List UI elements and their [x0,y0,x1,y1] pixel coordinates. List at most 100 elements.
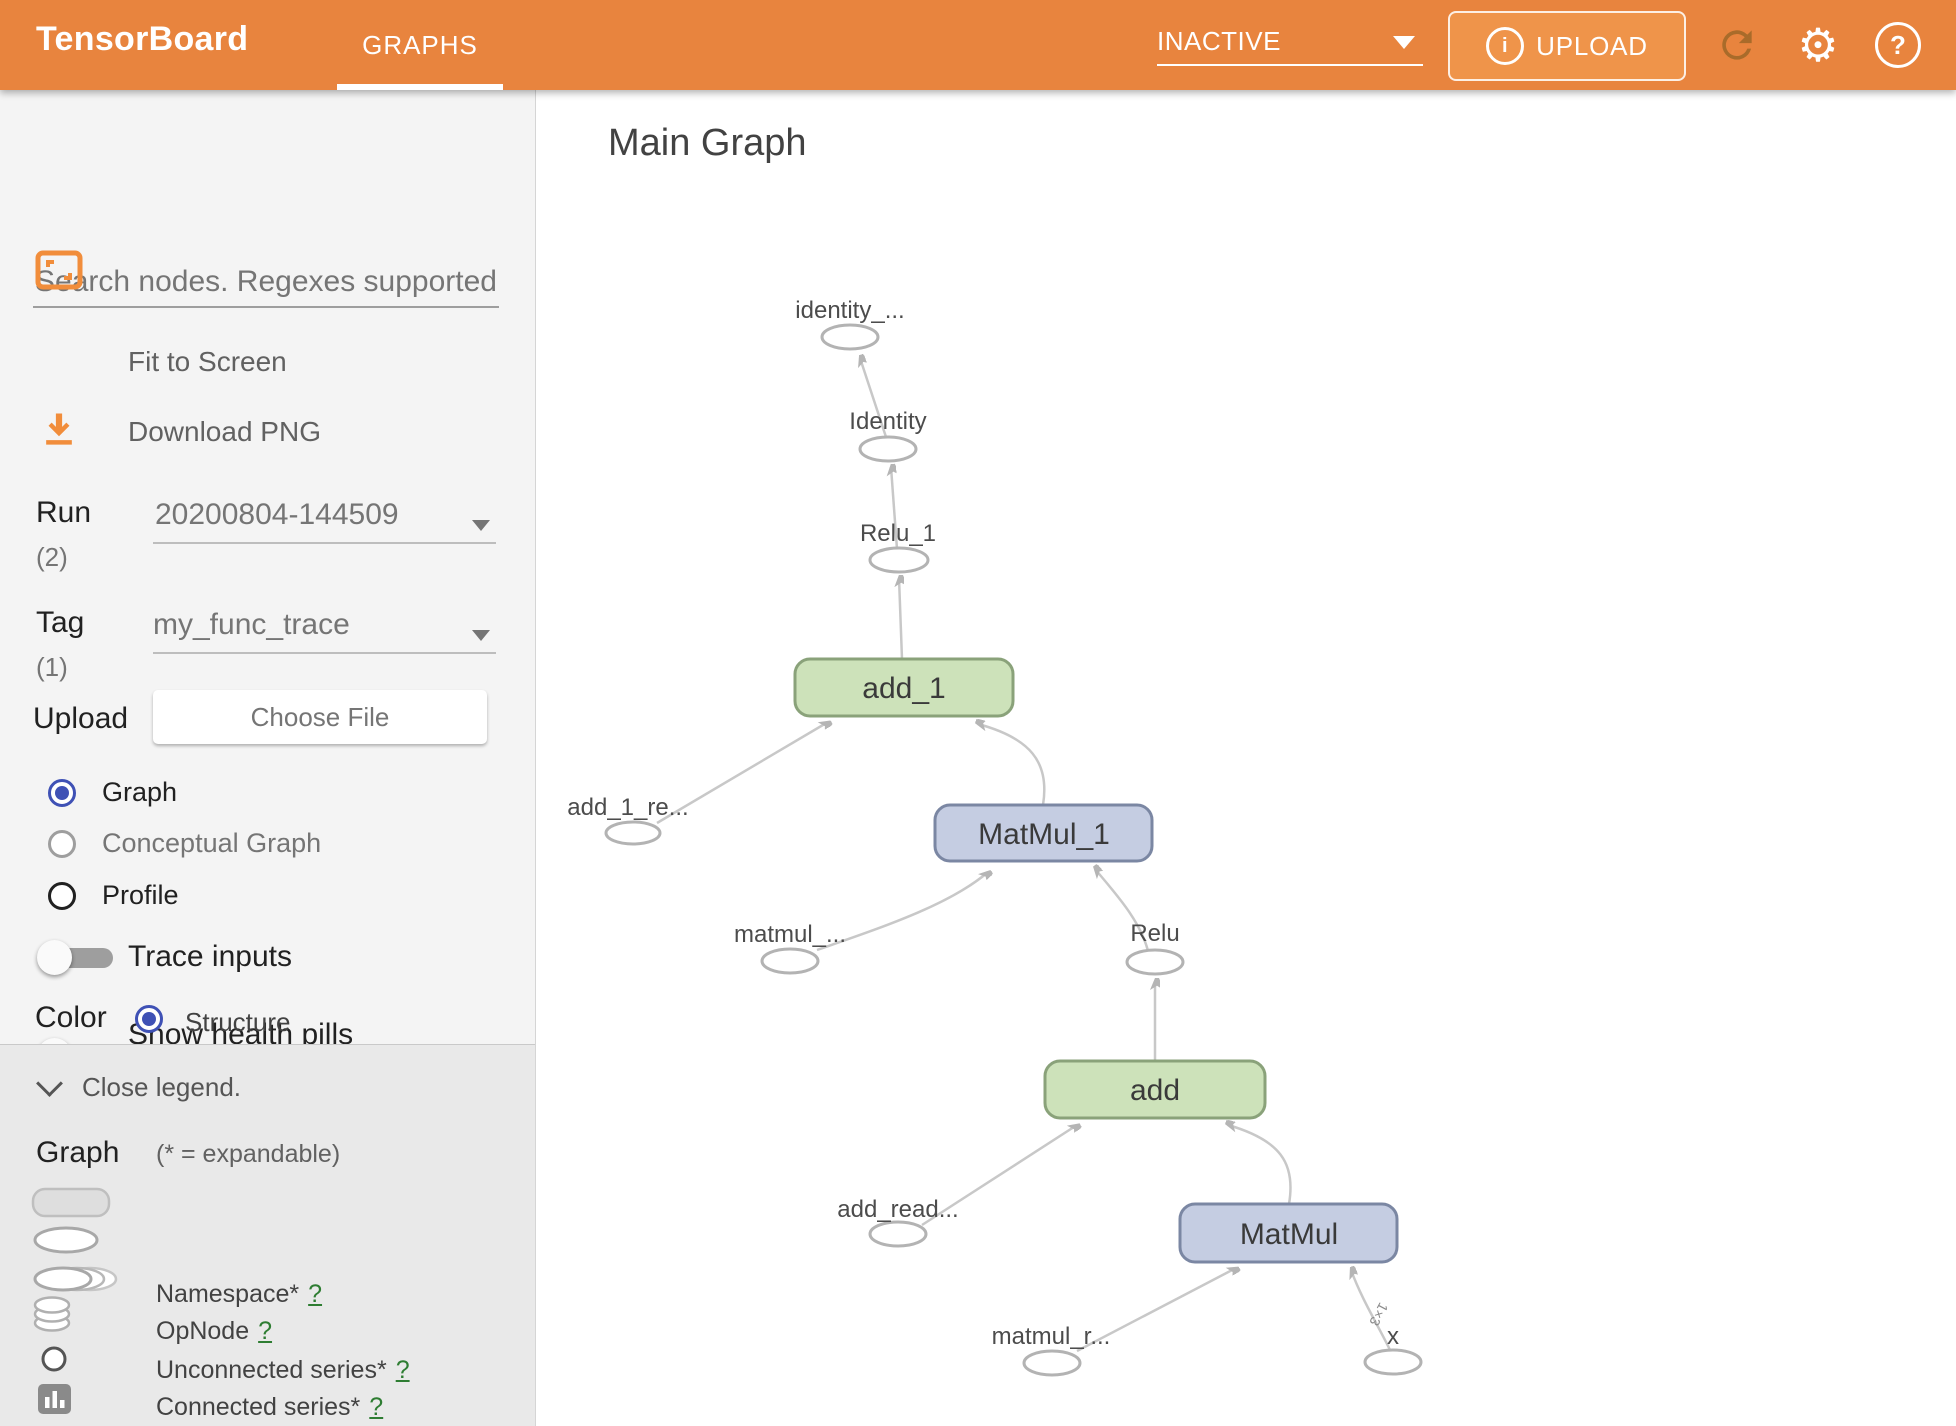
trace-inputs-toggle[interactable] [37,940,113,975]
color-label: Color [35,1001,107,1034]
edge-addread-to-add [921,1125,1077,1227]
sidebar: Fit to Screen Download PNG Run (2) 20200… [0,90,536,1426]
node-x-ellipse [1363,1348,1423,1376]
node-matmulr-ellipse [1022,1349,1082,1377]
help-link[interactable]: ? [369,1393,384,1421]
node-matmul1-box [933,803,1154,863]
node-matmulr-label: matmul_r... [992,1323,1111,1350]
node-matmulseries-label: matmul_... [734,921,846,948]
help-icon-glyph: ? [1875,22,1921,68]
node-identity-ellipse [858,435,918,463]
view-option-graph[interactable]: Graph [48,777,177,808]
help-link[interactable]: ? [258,1317,273,1345]
node-relu1-ellipse [868,546,930,574]
node-addread-label: add_read... [837,1196,958,1223]
download-icon[interactable] [37,408,81,457]
legend-shapes [31,1187,118,1414]
color-structure-radio[interactable] [135,1005,163,1038]
edge-matmulr-to-matmul [1076,1268,1236,1353]
node-relu-label: Relu [1130,920,1179,947]
trace-inputs-label: Trace inputs [128,940,292,973]
run-count: (2) [36,542,68,572]
view-profile-label: Profile [102,880,179,910]
node-matmul-label: MatMul [1240,1218,1338,1251]
edge-x-to-matmul [1351,1270,1392,1351]
help-link[interactable]: ? [308,1280,323,1308]
fit-to-screen-button[interactable]: Fit to Screen [128,346,287,377]
edge-relu1-to-identity [891,467,899,550]
info-icon: i [1486,27,1525,65]
connected-series-shape-icon [33,1296,71,1332]
graph-pane: Main Graph 1×3 [536,90,1956,1426]
node-relu1-label: Relu_1 [860,520,936,547]
summary-shape-icon [38,1384,71,1414]
view-conceptual-label: Conceptual Graph [102,828,322,858]
node-add-label: add [1130,1074,1180,1107]
node-add1re-ellipse [604,820,662,846]
graph-namespace-nodes[interactable] [793,657,1399,1264]
graph-edges [656,358,1392,1353]
legend-item-unconnected-series: Unconnected series*? [156,1356,410,1384]
upload-file-label: Upload [33,702,129,735]
radio-unselected-icon [48,881,76,910]
graph-canvas[interactable]: 1×3 identity_... [536,90,1956,1426]
node-add-box [1043,1059,1267,1120]
search-input[interactable] [33,258,499,308]
tab-graphs[interactable]: GRAPHS [337,0,503,90]
help-link[interactable]: ? [395,1356,410,1384]
namespace-shape-icon [31,1187,111,1218]
legend-item-namespace: Namespace*? [156,1280,323,1308]
chevron-down-icon [1393,36,1415,49]
tab-graphs-label: GRAPHS [362,29,478,60]
run-dropdown-value[interactable]: 20200804-144509 [155,498,399,531]
node-matmul-box [1178,1202,1399,1264]
tag-count: (1) [36,652,68,682]
close-legend-button[interactable]: Close legend. [82,1072,241,1102]
edge-identity-to-identityseries [860,358,888,438]
view-option-conceptual-graph[interactable]: Conceptual Graph [48,828,321,859]
graph-node-labels: identity_... Identity Relu_1 add_1 add_1… [567,297,1399,1350]
refresh-icon[interactable] [1705,0,1769,90]
tag-label: Tag [36,606,85,639]
color-structure-label: Structure [185,1007,291,1037]
edge-matmul-to-add [1228,1125,1292,1205]
status-dropdown[interactable]: INACTIVE [1157,18,1423,66]
settings-gear-icon[interactable]: ⚙ [1797,19,1839,71]
help-icon[interactable]: ? [1862,0,1934,90]
tag-dropdown-value[interactable]: my_func_trace [153,608,350,641]
node-add1-label: add_1 [862,672,945,705]
tab-active-indicator [337,84,503,90]
app-title: TensorBoard [36,20,249,58]
graph-opnodes[interactable] [604,323,1423,1377]
edge-add1-to-relu1 [899,578,902,660]
node-matmulseries-ellipse [760,947,820,975]
legend-heading: Graph [36,1136,120,1169]
edge-add1re-to-add1 [656,722,828,825]
run-dropdown-caret-icon[interactable] [472,520,490,531]
radio-selected-icon [48,778,76,807]
node-x-label: x [1387,1323,1399,1350]
tag-dropdown-caret-icon[interactable] [472,630,490,641]
node-add1re-label: add_1_re... [567,794,688,821]
node-addread-ellipse [868,1220,928,1248]
radio-selected-icon [135,1005,163,1033]
download-png-button[interactable]: Download PNG [128,416,321,447]
view-option-profile[interactable]: Profile [48,880,179,911]
upload-button-label: UPLOAD [1536,30,1648,61]
constant-shape-icon [41,1346,67,1372]
status-dropdown-value: INACTIVE [1157,25,1281,56]
node-relu-ellipse [1125,948,1185,976]
upload-button[interactable]: i UPLOAD [1448,11,1686,81]
view-graph-label: Graph [102,777,178,807]
node-add1-box [793,657,1015,718]
fit-to-screen-icon[interactable] [35,250,83,295]
edge-relu-to-matmul1 [1095,869,1150,952]
choose-file-button[interactable]: Choose File [153,690,487,744]
run-underline [153,542,496,544]
app-header: TensorBoard GRAPHS INACTIVE i UPLOAD ⚙ ? [0,0,1956,90]
node-identity-series-ellipse [820,323,880,351]
edge-matmul1-to-add1 [978,724,1046,806]
opnode-shape-icon [33,1226,99,1254]
node-matmul1-label: MatMul_1 [978,818,1110,851]
